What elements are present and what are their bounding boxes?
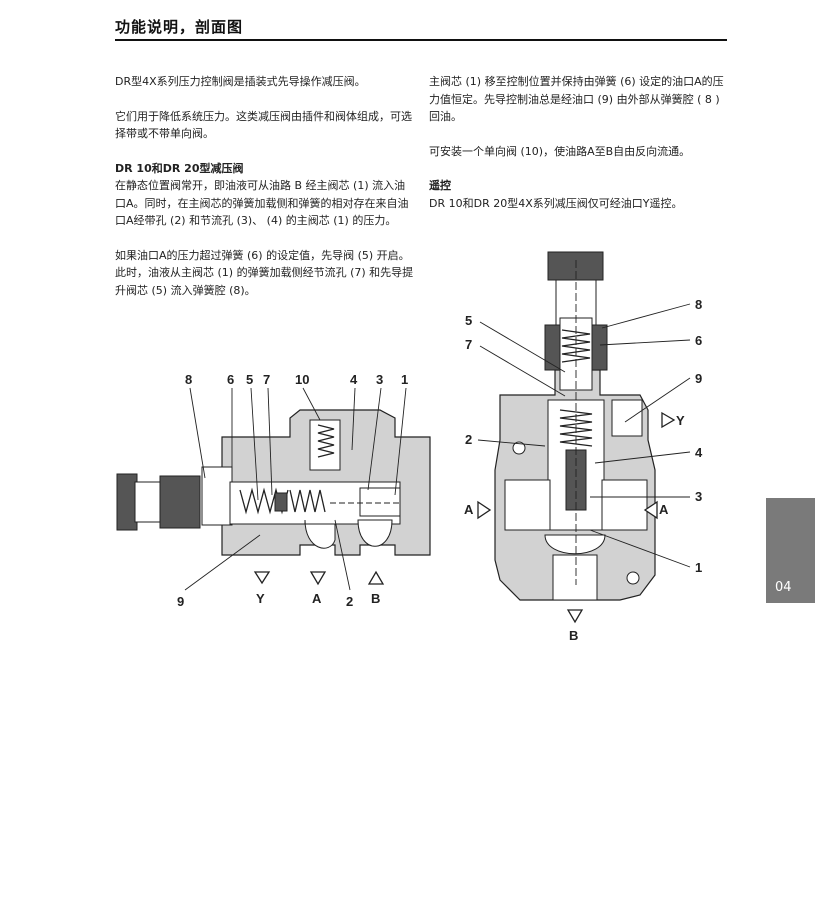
callout-8: 8 (185, 372, 192, 387)
callout-3: 3 (376, 372, 383, 387)
port-y-label: Y (676, 413, 685, 428)
port-b-arrow (566, 609, 584, 624)
paragraph: 主阀芯 (1) 移至控制位置并保持由弹簧 (6) 设定的油口A的压力值恒定。先导… (429, 75, 724, 123)
paragraph: DR型4X系列压力控制阀是插装式先导操作减压阀。 (115, 75, 366, 88)
section-heading: DR 10和DR 20型减压阀 (115, 161, 244, 175)
port-arrows-left (253, 570, 385, 586)
callout-8: 8 (695, 297, 702, 312)
port-a-label-right: A (659, 502, 669, 517)
callout-5: 5 (246, 372, 253, 387)
callout-2: 2 (346, 594, 353, 609)
callout-7: 7 (263, 372, 270, 387)
callout-6: 6 (227, 372, 234, 387)
chapter-tab-number: 04 (775, 580, 792, 595)
left-text-column: DR型4X系列压力控制阀是插装式先导操作减压阀。 它们用于降低系统压力。这类减压… (115, 73, 415, 316)
callout-9: 9 (695, 371, 702, 386)
right-text-column: 主阀芯 (1) 移至控制位置并保持由弹簧 (6) 设定的油口A的压力值恒定。先导… (429, 73, 729, 229)
port-y-label: Y (256, 591, 265, 606)
diagram-left-labels: 8 6 5 7 10 4 3 1 9 Y A 2 B (177, 372, 408, 609)
paragraph: 如果油口A的压力超过弹簧 (6) 的设定值，先导阀 (5) 开启。此时，油液从主… (115, 248, 414, 297)
valve-body-left (116, 409, 431, 556)
callout-10: 10 (295, 372, 309, 387)
port-a-label: A (312, 591, 322, 606)
title-rule (115, 39, 727, 41)
port-arrows-right (477, 411, 676, 624)
callout-3: 3 (695, 489, 702, 504)
callout-leaders-left (184, 387, 407, 591)
callout-4: 4 (350, 372, 358, 387)
port-y-arrow (661, 411, 676, 429)
chapter-tab: 04 (766, 498, 815, 603)
callout-6: 6 (695, 333, 702, 348)
callout-7: 7 (465, 337, 472, 352)
callout-1: 1 (695, 560, 702, 575)
paragraph: 它们用于降低系统压力。这类减压阀由插件和阀体组成，可选择带或不带单向阀。 (115, 109, 412, 141)
callout-5: 5 (465, 313, 472, 328)
port-a-arrow-right (643, 500, 658, 520)
port-a-label-left: A (464, 502, 474, 517)
diagram-right-labels: 5 7 2 8 6 9 Y 4 3 A A 1 B (464, 297, 703, 643)
callout-4: 4 (695, 445, 703, 460)
valve-body-right (494, 251, 656, 601)
port-a-arrow (477, 500, 492, 520)
callout-leaders-right (477, 303, 691, 568)
port-b-arrow (367, 570, 385, 585)
paragraph: 可安装一个单向阀 (10)，使油路A至B自由反向流通。 (429, 144, 691, 158)
port-b-label: B (371, 591, 380, 606)
paragraph: DR 10和DR 20型4X系列减压阀仅可经油口Y遥控。 (429, 196, 683, 210)
port-a-arrow (309, 571, 327, 586)
port-y-arrow (253, 571, 271, 585)
callout-9: 9 (177, 594, 184, 609)
callout-2: 2 (465, 432, 472, 447)
paragraph: 在静态位置阀常开，即油液可从油路 B 经主阀芯 (1) 流入油口A。同时，在主阀… (115, 179, 409, 227)
callout-1: 1 (401, 372, 408, 387)
section-heading: 遥控 (429, 179, 451, 192)
page-title: 功能说明，剖面图 (115, 18, 244, 36)
port-b-label: B (569, 628, 578, 643)
